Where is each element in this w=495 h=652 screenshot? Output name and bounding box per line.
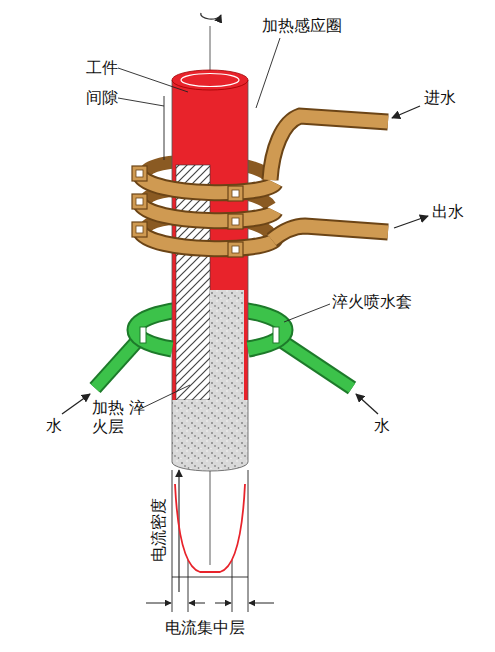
ring-window bbox=[273, 327, 279, 343]
dimension-arrow bbox=[189, 603, 205, 604]
workpiece-top-rim bbox=[181, 74, 239, 87]
part-label: 工件 bbox=[86, 58, 118, 77]
flow-label: 水 bbox=[46, 416, 62, 435]
water-pipe bbox=[280, 340, 352, 388]
flow-label: 进水 bbox=[424, 88, 456, 107]
coil-turn bbox=[140, 175, 275, 193]
baseline bbox=[172, 577, 248, 578]
coil-lead bbox=[272, 226, 388, 240]
dimension-label: 电流集中层 bbox=[165, 618, 245, 637]
ring-window bbox=[140, 327, 146, 343]
flow-arrow bbox=[392, 106, 420, 118]
workpiece-bottom bbox=[172, 462, 248, 471]
flow-arrow bbox=[394, 216, 428, 228]
axis-label: 电流密度 bbox=[149, 498, 168, 562]
part-label: 间隙 bbox=[86, 88, 118, 107]
coil-bore bbox=[232, 190, 239, 197]
part-label: 加热 淬火层 bbox=[92, 398, 148, 436]
layer-line bbox=[232, 560, 233, 612]
workpiece-edge bbox=[248, 80, 249, 462]
part-label: 淬火喷水套 bbox=[332, 292, 412, 311]
coil-turn bbox=[140, 203, 275, 221]
coil-lead bbox=[272, 226, 388, 240]
flow-label: 出水 bbox=[432, 202, 464, 221]
coil-bore bbox=[232, 246, 239, 253]
coil-turn bbox=[140, 203, 275, 221]
flow-arrow bbox=[62, 394, 90, 414]
leader-line bbox=[118, 98, 164, 106]
flow-arrow bbox=[356, 394, 378, 414]
surface-line bbox=[248, 470, 249, 612]
leader-line bbox=[256, 38, 280, 108]
leader-line bbox=[138, 385, 190, 410]
coil-turn bbox=[140, 175, 275, 193]
water-pipe bbox=[280, 340, 352, 388]
coil-turn bbox=[140, 231, 275, 249]
dimension-arrow bbox=[146, 603, 171, 604]
coil-section bbox=[228, 242, 243, 257]
leader-line bbox=[284, 304, 330, 322]
rotation-arrow bbox=[201, 13, 221, 19]
layer-line bbox=[188, 560, 189, 612]
coil-section bbox=[132, 166, 147, 181]
flow-label: 水 bbox=[374, 416, 390, 435]
density-curve bbox=[175, 484, 245, 572]
part-label: 加热感应圈 bbox=[262, 16, 342, 35]
workpiece-edge bbox=[172, 80, 173, 462]
water-pipe bbox=[95, 338, 140, 388]
coil-lead bbox=[270, 116, 388, 180]
gap-line bbox=[164, 96, 165, 160]
coil-bore bbox=[136, 170, 143, 177]
dimension-arrow bbox=[215, 603, 231, 604]
coil-bore bbox=[136, 226, 143, 233]
coil-bore bbox=[136, 198, 143, 205]
dimension-arrow bbox=[249, 603, 274, 604]
coil-section bbox=[228, 214, 243, 229]
coil-section bbox=[132, 194, 147, 209]
workpiece-top bbox=[172, 70, 248, 90]
coil-section bbox=[228, 186, 243, 201]
coil-bore bbox=[232, 218, 239, 225]
surface-line bbox=[172, 470, 173, 612]
quenched-section bbox=[172, 400, 248, 462]
coil-turn bbox=[140, 231, 275, 249]
leader-line bbox=[118, 68, 188, 92]
coil-section bbox=[132, 222, 147, 237]
hardened-layer bbox=[210, 290, 244, 400]
coil-lead bbox=[270, 116, 388, 180]
water-pipe bbox=[95, 338, 140, 388]
